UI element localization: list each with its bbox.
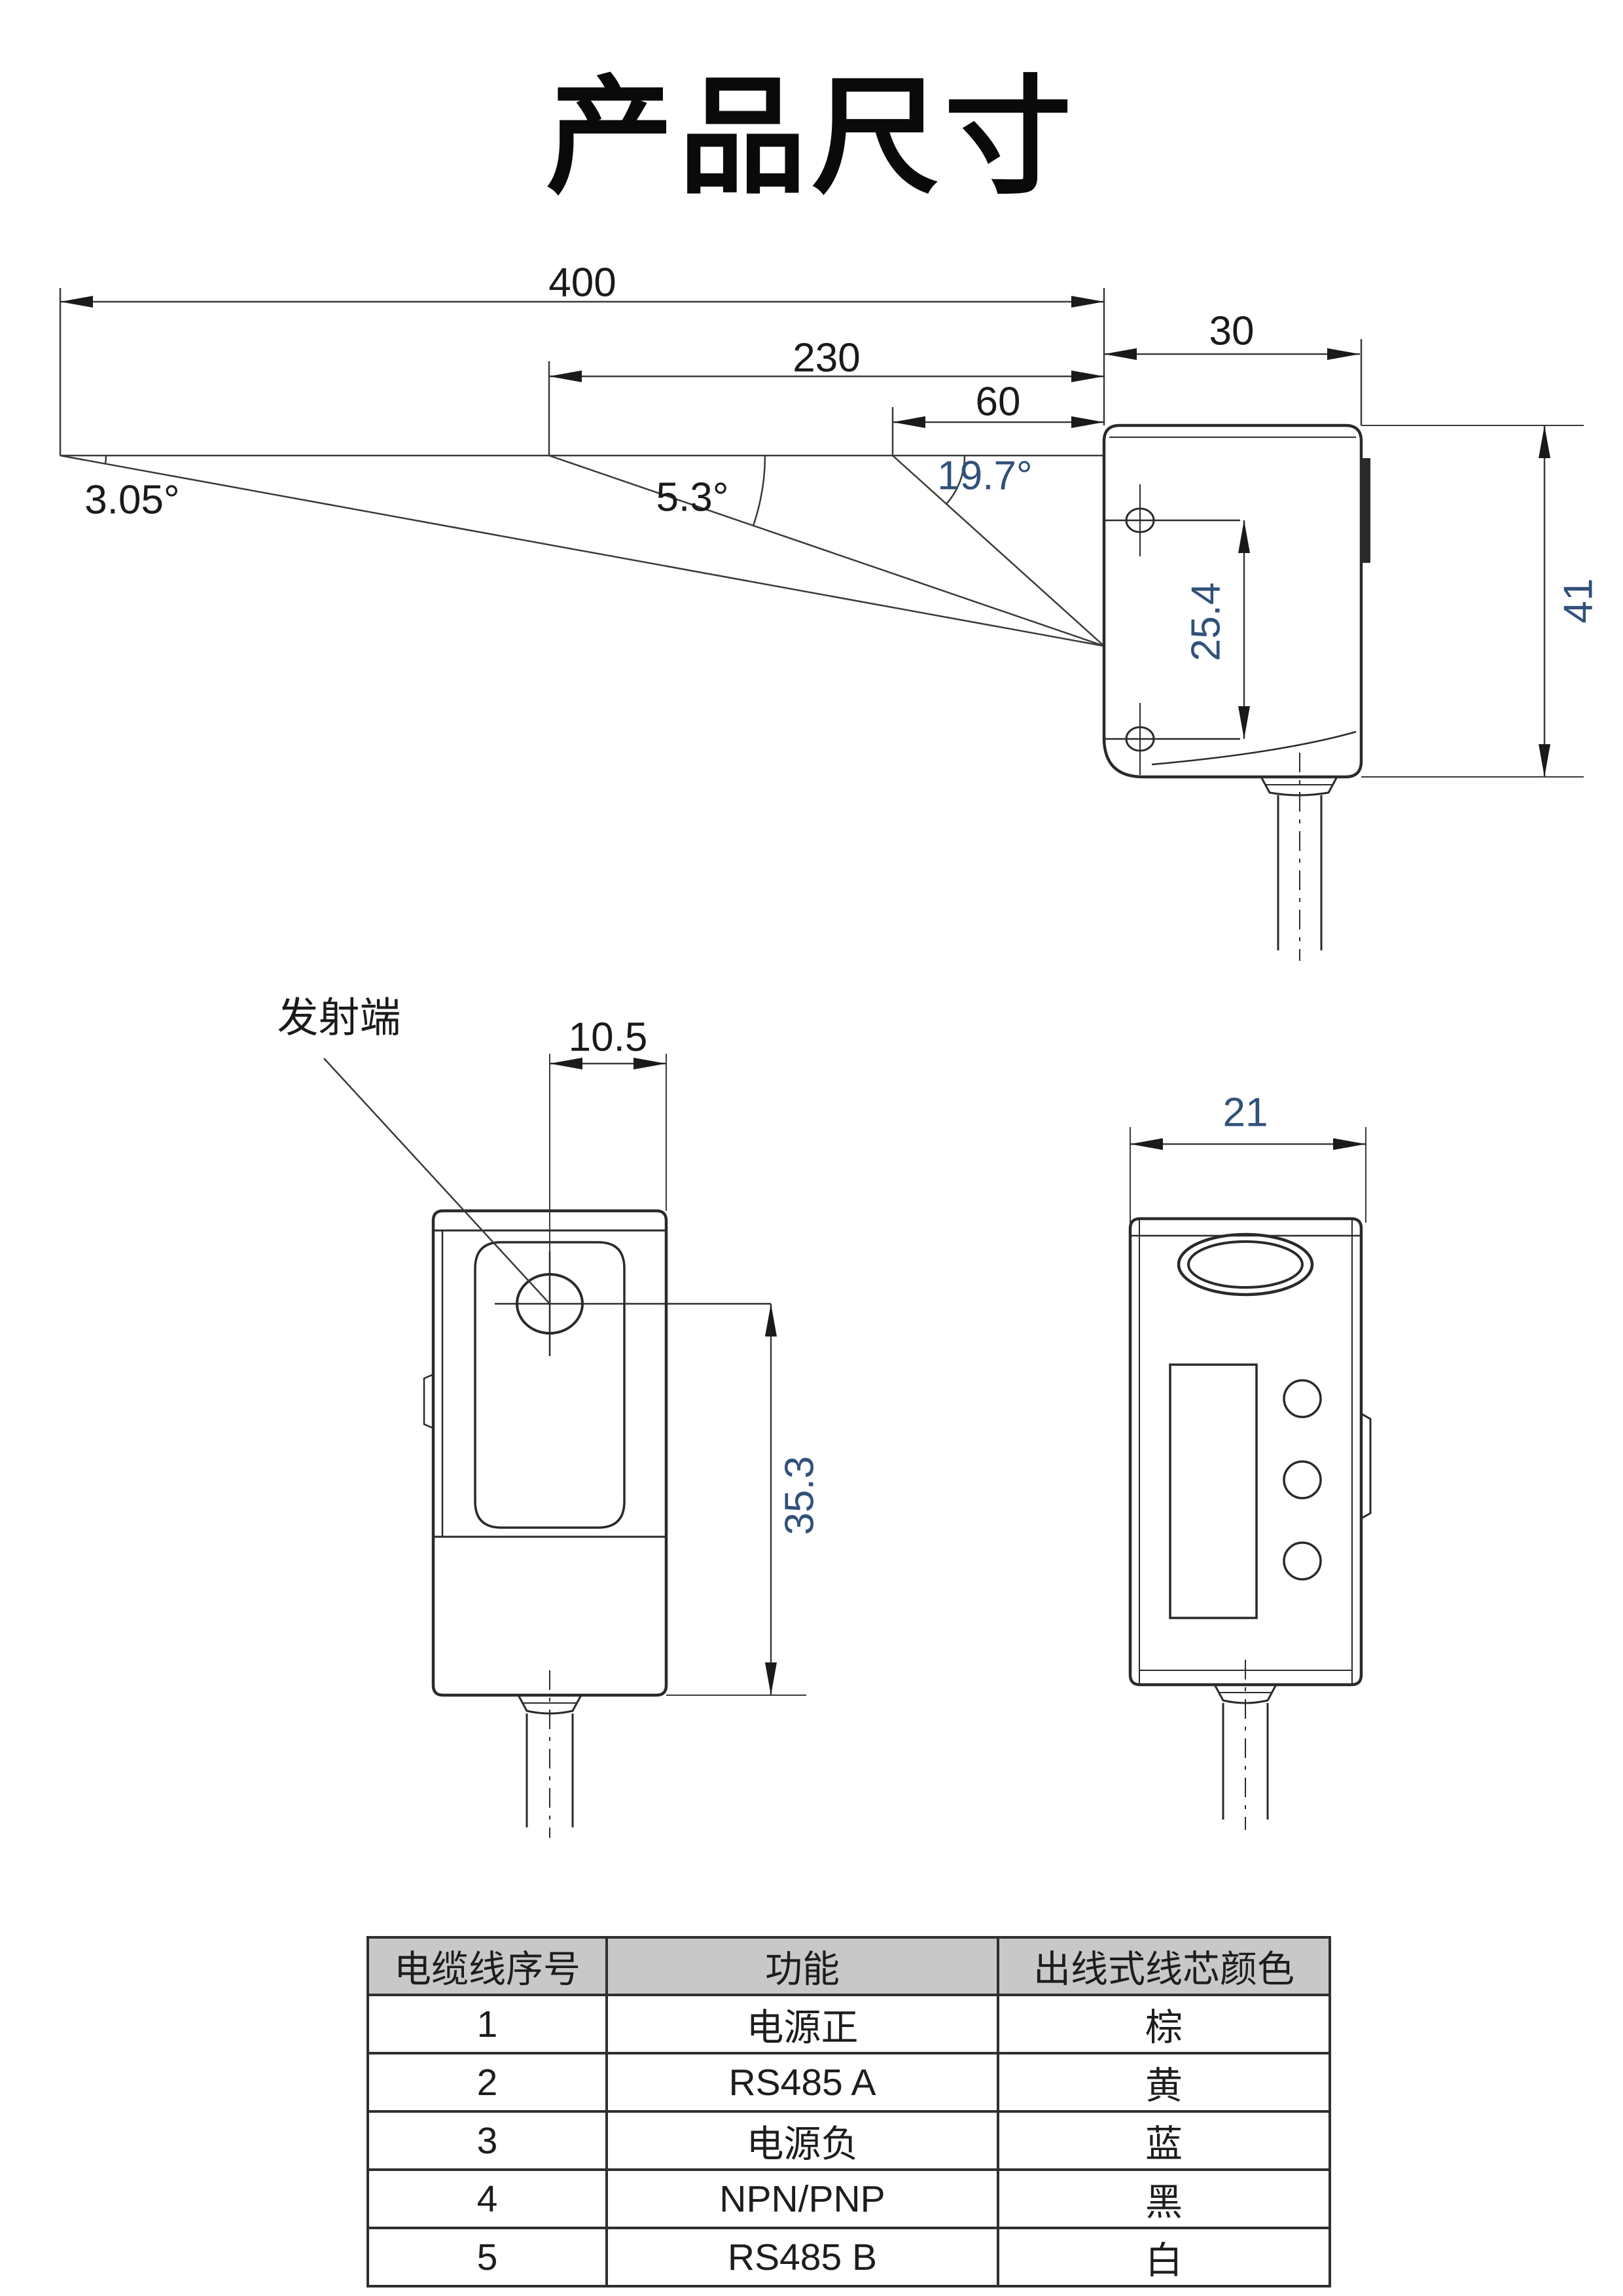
side-clip-tab [1361,458,1370,563]
sensor-front-view [323,1054,806,1838]
cell-func: RS485 A [605,2052,999,2113]
table-row: 4 NPN/PNP 黑 [366,2168,1331,2229]
arrow-41-top [1539,425,1550,458]
cell-color: 白 [997,2227,1331,2287]
button-middle [1283,1460,1322,1499]
rear-window-ellipse-inner [1187,1240,1304,1289]
arrow-21-right [1333,1138,1366,1150]
angle-label-3-05: 3.05° [84,477,180,523]
arrow-25-4-top [1238,520,1250,553]
cell-func: RS485 B [605,2227,999,2287]
emitter-leader-line [323,1058,550,1304]
dim-label-35-3: 35.3 [777,1456,823,1535]
beam-line-3-05 [60,454,1105,647]
dim-label-230: 230 [793,335,861,381]
angle-label-5-3: 5.3° [656,475,729,520]
angle-arc-5-3 [752,455,766,526]
arrow-400-left [60,296,93,308]
body-bottom-curve [1151,730,1357,766]
arrow-230-right [1071,370,1104,382]
dim-label-10-5: 10.5 [568,1014,648,1060]
beam-range-diagram [59,288,1105,647]
arrow-10-5-left [550,1058,582,1069]
table-row: 5 RS485 B 白 [366,2227,1331,2287]
arrow-25-4-bottom [1238,706,1250,739]
sensor-side-profile [1102,339,1584,961]
arrow-35-3-top [765,1304,777,1336]
cell-no: 4 [366,2168,608,2229]
arrow-10-5-right [633,1058,666,1069]
button-top [1283,1379,1322,1418]
digital-display-window [1169,1363,1258,1619]
cell-no: 1 [366,1994,608,2054]
sensor-body-side [1102,423,1363,779]
arrow-21-left [1130,1138,1163,1150]
dim-label-21: 21 [1222,1090,1268,1136]
dim-label-60: 60 [975,379,1021,425]
emitter-label: 发射端 [277,995,401,1041]
dim-label-30: 30 [1209,308,1255,354]
cell-no: 3 [366,2110,608,2171]
arrow-41-bottom [1539,744,1550,777]
cell-no: 2 [366,2052,608,2113]
cell-func: NPN/PNP [605,2168,999,2229]
angle-arc-3-05 [104,455,107,464]
front-left-notch [423,1373,434,1429]
angle-arc-19-7 [946,455,966,505]
dim-label-41: 41 [1556,578,1601,624]
cell-color: 黑 [997,2168,1331,2229]
cell-color: 蓝 [997,2110,1331,2171]
cable-wiring-table: 电缆线序号 功能 出线式线芯颜色 1 电源正 棕 2 RS485 A 黄 3 电… [366,1936,1331,2287]
arrow-60-right [1071,416,1104,428]
beam-line-5-3 [548,454,1105,647]
rear-clip-tab [1361,1412,1372,1520]
header-cable-number: 电缆线序号 [366,1936,608,1996]
arrow-230-left [549,370,582,382]
arrow-60-left [893,416,925,428]
beam-line-19-7 [892,455,1105,647]
table-row: 2 RS485 A 黄 [366,2052,1331,2113]
arrow-35-3-bottom [765,1662,777,1695]
cell-no: 5 [366,2227,608,2287]
cell-func: 电源正 [605,1994,999,2054]
table-row: 1 电源正 棕 [366,1994,1331,2054]
sensor-rear-view [1128,1127,1372,1830]
dim-label-25-4: 25.4 [1183,582,1229,662]
header-wire-color: 出线式线芯颜色 [997,1936,1331,1996]
arrow-30-right [1327,348,1360,360]
cell-color: 棕 [997,1994,1331,2054]
table-header-row: 电缆线序号 功能 出线式线芯颜色 [366,1936,1331,1996]
arrow-400-right [1071,296,1104,308]
front-window-panel [474,1241,626,1529]
header-function: 功能 [605,1936,999,1996]
table-row: 3 电源负 蓝 [366,2110,1331,2171]
cell-color: 黄 [997,2052,1331,2113]
front-body-outline [431,1209,668,1697]
arrow-30-left [1104,348,1137,360]
rear-window-ellipse-outer [1177,1232,1314,1297]
cell-func: 电源负 [605,2110,999,2171]
angle-label-19-7: 19.7° [937,453,1033,499]
page-title: 产品尺寸 [546,66,1077,209]
button-bottom [1283,1541,1322,1581]
dim-label-400: 400 [548,260,616,306]
